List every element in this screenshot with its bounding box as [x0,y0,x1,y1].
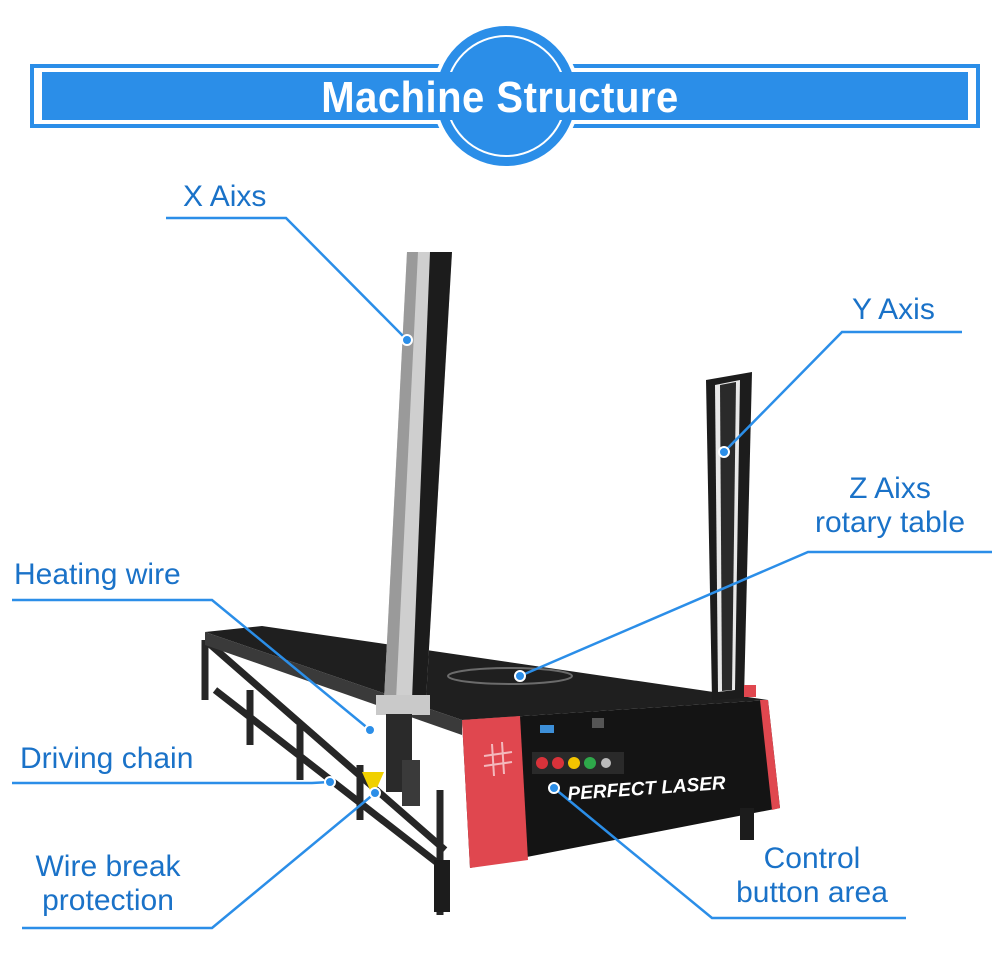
y-axis-column [706,372,756,700]
label-z-axis-line2: rotary table [814,506,966,539]
wire-break-sensor [362,772,384,790]
leader-z-axis [519,550,992,678]
label-x-axis: X Aixs [183,180,267,213]
callout-lines [12,216,992,930]
leader-control [553,787,906,920]
title-banner [30,22,980,170]
label-driving-chain: Driving chain [20,742,194,775]
x-axis-column [376,252,452,806]
leader-heating-wire [12,598,371,731]
machine-illustration [201,252,780,915]
label-y-axis: Y Axis [852,293,935,326]
label-wire-break: Wire break protection [18,850,198,918]
label-control-line2: button area [736,876,888,909]
control-cabinet [462,700,780,868]
label-z-axis-line1: Z Aixs [849,472,931,505]
work-table [205,626,768,720]
label-z-axis: Z Aixs rotary table [800,472,980,540]
leader-y-axis [723,330,962,453]
callout-dots [324,334,730,799]
control-buttons [532,718,624,774]
label-control-area: Control button area [722,842,902,910]
panel-hatch [483,741,513,777]
leader-driving-chain [12,780,331,785]
label-control-line1: Control [763,842,861,875]
label-heating-wire: Heating wire [14,558,181,591]
rotary-table [447,667,573,685]
label-wire-break-line1: Wire break [35,850,181,883]
label-wire-break-line2: protection [42,884,174,917]
page-title: Machine Structure [321,74,679,122]
leader-wire-break [22,792,376,930]
leader-x-axis [166,216,408,341]
